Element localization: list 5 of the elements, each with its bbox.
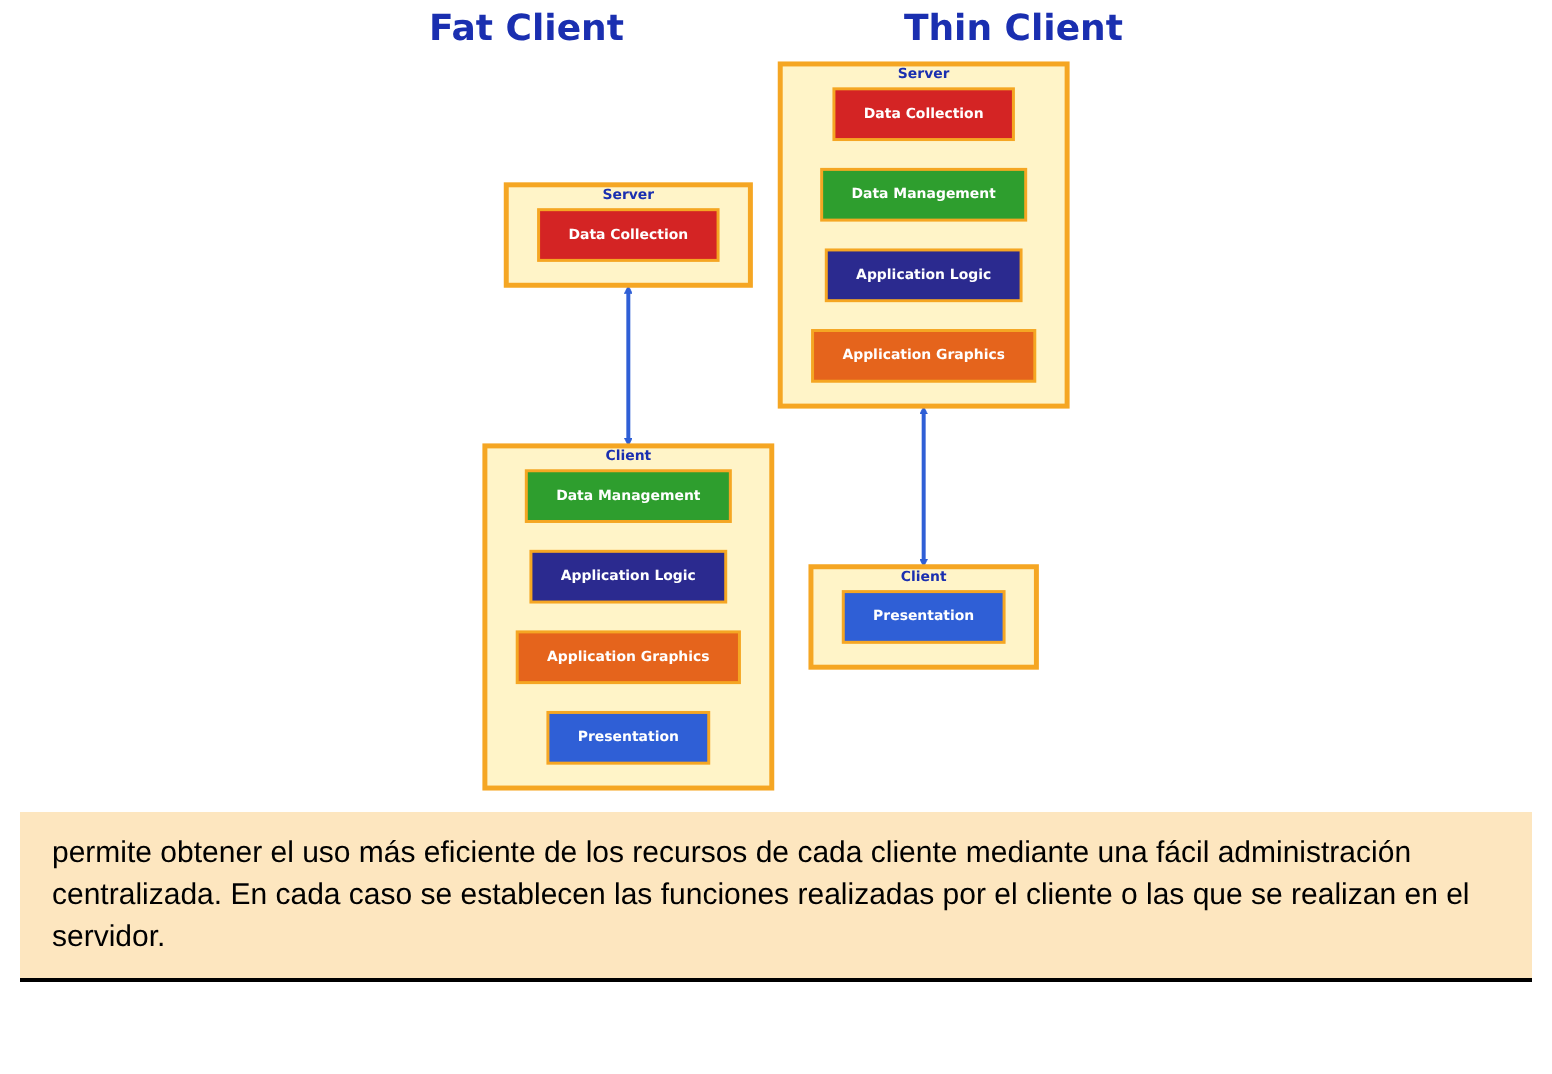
caption: permite obtener el uso más eficiente de los recursos de cada cliente mediante una fácil administración centralizada. En cada caso se establecen las funciones realizadas por el cliente o las que se realizan en el servidor. bbox=[20, 812, 1532, 982]
column-heading: Thin Client bbox=[903, 7, 1123, 49]
arrow bbox=[623, 285, 633, 447]
arrow bbox=[919, 406, 929, 568]
column-heading: Fat Client bbox=[429, 7, 624, 49]
